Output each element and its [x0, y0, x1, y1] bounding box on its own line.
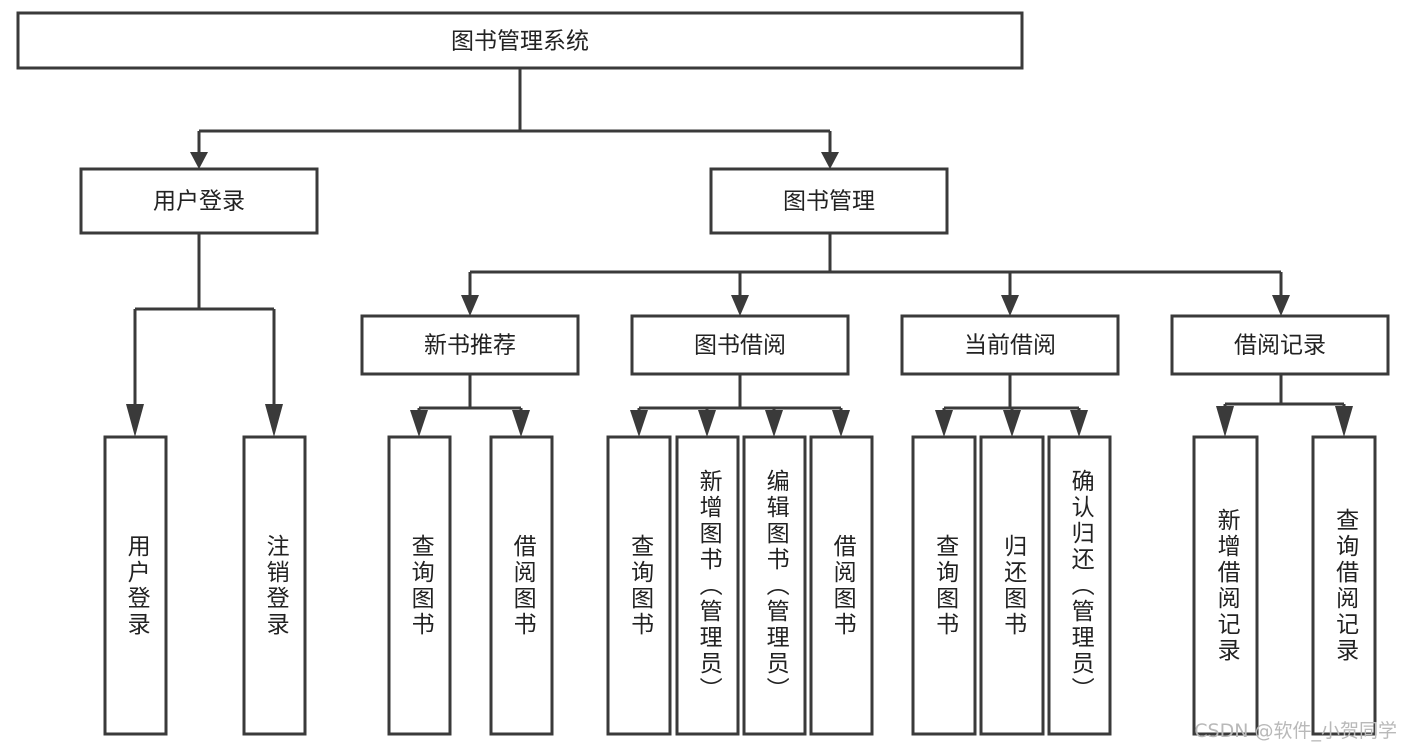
arrow-head-nbr-leaf-1 [410, 410, 428, 437]
arrow-head-br-leaf-2 [1335, 406, 1353, 437]
leaf-box-cb-query-book[interactable] [911, 435, 977, 736]
arrow-head-br-leaf-1 [1216, 406, 1234, 437]
node-book-management[interactable]: 图书管理 [709, 167, 949, 235]
arrow-head-cb-leaf-1 [935, 410, 953, 437]
node-book-borrow[interactable]: 图书借阅 [630, 314, 850, 376]
connector-group [126, 68, 1353, 437]
node-root-label: 图书管理系统 [451, 29, 589, 55]
arrow-head-nbr-leaf-2 [512, 410, 530, 437]
arrow-head-current-borrow [1001, 295, 1019, 316]
node-book-management-label: 图书管理 [783, 189, 875, 215]
node-current-borrow-label: 当前借阅 [964, 333, 1056, 359]
arrow-head-bb-leaf-3 [765, 410, 783, 437]
arrow-head-bb-leaf-2 [698, 410, 716, 437]
arrow-head-book-borrow [731, 295, 749, 316]
leaf-box-br-add-record[interactable] [1192, 435, 1259, 736]
arrow-head-book-manage [821, 152, 839, 169]
arrow-head-bb-leaf-4 [832, 410, 850, 437]
leaf-box-br-query-record[interactable] [1311, 435, 1377, 736]
node-book-borrow-label: 图书借阅 [694, 333, 786, 359]
node-current-borrow[interactable]: 当前借阅 [900, 314, 1120, 376]
node-new-book-recommend-label: 新书推荐 [424, 333, 516, 359]
node-user-login[interactable]: 用户登录 [79, 167, 319, 235]
node-root[interactable]: 图书管理系统 [16, 11, 1024, 70]
leaf-box-cb-confirm-return[interactable] [1047, 435, 1112, 736]
node-borrow-record[interactable]: 借阅记录 [1170, 314, 1390, 376]
arrow-head-leaf-logout [265, 404, 283, 437]
arrow-head-cb-leaf-2 [1003, 410, 1021, 437]
leaf-box-logout[interactable] [242, 435, 307, 736]
node-new-book-recommend[interactable]: 新书推荐 [360, 314, 580, 376]
leaf-box-user-login[interactable] [103, 435, 168, 736]
leaf-box-bb-add-book[interactable] [675, 435, 740, 736]
leaf-box-bb-query-book[interactable] [606, 435, 672, 736]
leaf-box-bb-borrow-book[interactable] [809, 435, 874, 736]
arrow-head-borrow-record [1272, 295, 1290, 316]
watermark: CSDN @软件_小贺同学 [1194, 720, 1397, 742]
arrow-head-leaf-user-login [126, 404, 144, 437]
leaf-box-nbr-query-book[interactable] [387, 435, 452, 736]
node-user-login-label: 用户登录 [153, 189, 245, 215]
arrow-head-new-book [461, 295, 479, 316]
arrow-head-user-login [190, 152, 208, 169]
node-borrow-record-label: 借阅记录 [1234, 333, 1326, 359]
leaf-box-cb-return-book[interactable] [979, 435, 1045, 736]
arrow-head-cb-leaf-3 [1070, 410, 1088, 437]
arrow-head-bb-leaf-1 [630, 410, 648, 437]
leaf-box-bb-edit-book[interactable] [742, 435, 807, 736]
leaf-box-nbr-borrow-book[interactable] [489, 435, 554, 736]
